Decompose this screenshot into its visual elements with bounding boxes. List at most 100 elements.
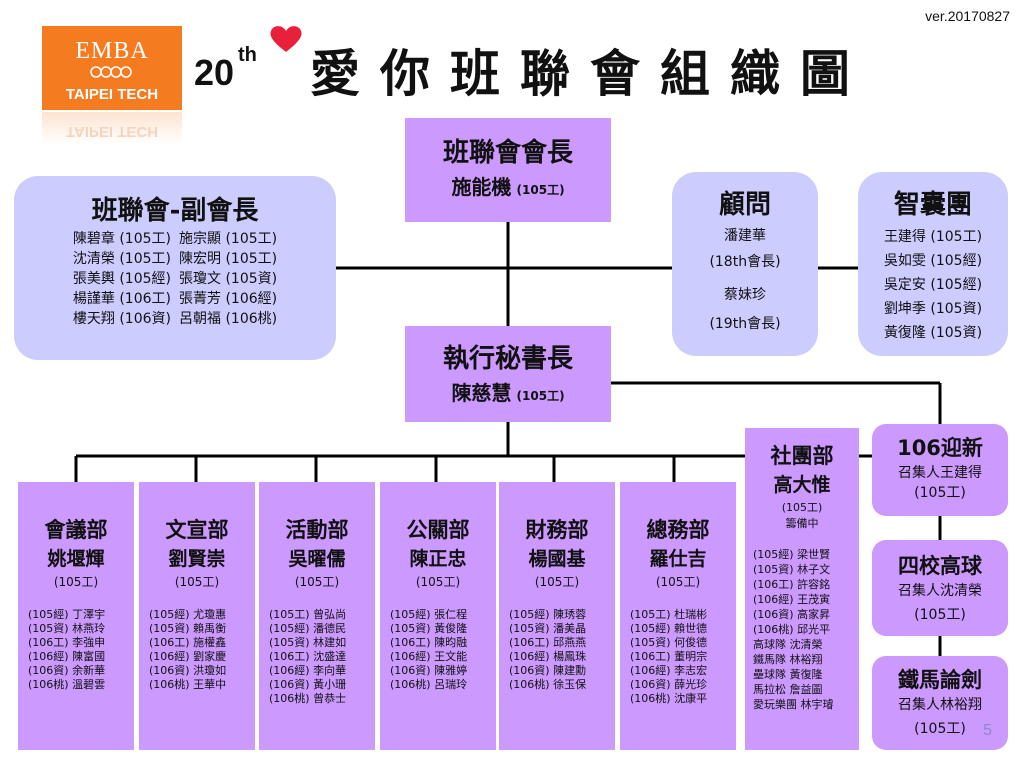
vice-member: 沈清榮 (105工): [72, 251, 171, 267]
department-member: (106工) 李強申: [28, 636, 106, 649]
department-box-finance: 財務部 楊國基 (105工) (105經) 陳琇蓉 (105資) 潘美晶 (10…: [499, 482, 615, 750]
event-title: 鐵馬論劍: [898, 668, 982, 692]
think-tank-member: 吳定安 (105經): [883, 277, 983, 293]
think-tank-member: 吳如雯 (105經): [883, 253, 983, 269]
title-number: 20: [194, 52, 235, 93]
secretary-title: 執行秘書長: [442, 344, 573, 374]
department-leader: 楊國基: [528, 548, 586, 570]
club-unit: (105工): [781, 501, 823, 514]
think-tank-box: 智囊團 王建得 (105工) 吳如雯 (105經) 吳定安 (105經) 劉坤季…: [858, 172, 1008, 356]
think-tank-title: 智囊團: [893, 190, 972, 220]
vice-member: 楊謹華 (106工): [72, 291, 171, 307]
club-member: (106工) 許容銘: [753, 578, 831, 591]
department-unit: (105工): [655, 575, 701, 589]
club-member: (105經) 梁世賢: [753, 548, 831, 561]
vice-member: 樓天翔 (106資): [72, 311, 171, 327]
club-member: 鐵馬隊 林裕翔: [753, 653, 823, 666]
event-unit: (105工): [914, 721, 966, 737]
department-member: (106資) 陳雅婷: [390, 664, 468, 677]
department-member: (106工) 董明宗: [630, 650, 708, 663]
president-title: 班聯會會長: [442, 138, 573, 168]
title-main: 愛你班聯會組織圖: [310, 45, 870, 103]
emba-logo: EMBA TAIPEI TECH: [42, 26, 182, 110]
advisor-name: 潘建華: [724, 228, 766, 244]
department-box-public-relations: 公關部 陳正忠 (105工) (105經) 張仁程 (105資) 黃俊隆 (10…: [380, 482, 496, 750]
department-member: (105資) 賴禹衡: [149, 622, 227, 635]
club-member: 馬拉松 詹益圖: [753, 683, 823, 696]
president-unit: (105工): [516, 183, 565, 197]
department-member: (105資) 何俊德: [630, 636, 708, 649]
department-member: (106經) 劉家慶: [149, 650, 227, 663]
think-tank-member: 劉坤季 (105資): [883, 301, 983, 317]
department-member: (106經) 李向華: [269, 664, 347, 677]
logo-reflection: TAIPEI TECH: [42, 112, 182, 144]
department-member: (106桃) 溫碧雲: [28, 678, 106, 691]
vice-list-left: 陳碧章 (105工) 沈清榮 (105工) 張美輿 (105經) 楊謹華 (10…: [73, 229, 171, 329]
advisor-box: 顧問 潘建華 (18th會長) 蔡妹珍 (19th會長): [672, 172, 818, 356]
advisor-name: 蔡妹珍: [724, 287, 766, 303]
department-member: (105經) 尤瓊惠: [149, 608, 227, 621]
department-member: (106經) 李志宏: [630, 664, 708, 677]
department-unit: (105工): [534, 575, 580, 589]
heart-icon: [270, 26, 302, 52]
department-box-general-affairs: 總務部 羅仕吉 (105工) (105工) 杜瑞彬 (105經) 賴世德 (10…: [620, 482, 736, 750]
vice-member: 陳宏明 (105工): [179, 251, 278, 267]
event-convener: 召集人林裕翔: [898, 697, 982, 713]
department-member: (105經) 丁澤宇: [28, 608, 106, 621]
department-unit: (105工): [294, 575, 340, 589]
club-member: (106經) 王茂寅: [753, 593, 831, 606]
department-member: (106桃) 王華中: [149, 678, 227, 691]
department-title: 公關部: [406, 518, 470, 542]
department-leader: 劉賢崇: [168, 548, 226, 570]
event-unit: (105工): [914, 485, 966, 501]
department-unit: (105工): [53, 575, 99, 589]
department-member: (106桃) 徐玉保: [509, 678, 587, 691]
event-box-cycling: 鐵馬論劍 召集人林裕翔 (105工): [872, 656, 1008, 750]
secretary-unit: (105工): [516, 389, 565, 403]
department-box-activity: 活動部 吳曜儒 (105工) (105工) 曾弘尚 (105經) 潘德民 (10…: [259, 482, 375, 750]
department-member: (106經) 王文能: [390, 650, 468, 663]
title-superscript: th: [238, 44, 257, 66]
department-member: (106桃) 曾恭士: [269, 692, 347, 705]
department-member: (105資) 潘美晶: [509, 622, 587, 635]
think-tank-member: 黃復隆 (105資): [883, 325, 983, 341]
department-member: (106工) 沈盛達: [269, 650, 347, 663]
think-tank-member: 王建得 (105工): [883, 229, 983, 245]
vice-member: 張瓊文 (105資): [179, 271, 278, 287]
department-member: (106資) 黃小珊: [269, 678, 347, 691]
event-unit: (105工): [914, 607, 966, 623]
department-member: (105資) 黃俊隆: [390, 622, 468, 635]
department-member: (106資) 洪瓊如: [149, 664, 227, 677]
event-convener: 召集人王建得: [898, 465, 982, 481]
department-member: (105經) 張仁程: [390, 608, 468, 621]
department-unit: (105工): [415, 575, 461, 589]
department-title: 財務部: [525, 518, 589, 542]
club-note: 籌備中: [785, 517, 819, 530]
event-box-golf: 四校高球 召集人沈清榮 (105工): [872, 540, 1008, 636]
vice-president-box: 班聯會-副會長 陳碧章 (105工) 沈清榮 (105工) 張美輿 (105經)…: [14, 176, 336, 360]
club-member: (106桃) 邱光平: [753, 623, 831, 636]
secretary-name: 陳慈慧: [451, 381, 512, 405]
department-title: 文宣部: [165, 518, 229, 542]
page-number: 5: [983, 722, 992, 739]
department-leader: 陳正忠: [409, 548, 467, 570]
advisor-note: (19th會長): [709, 316, 781, 332]
event-box-welcome: 106迎新 召集人王建得 (105工): [872, 424, 1008, 516]
event-title: 四校高球: [898, 554, 982, 578]
department-box-publicity: 文宣部 劉賢崇 (105工) (105經) 尤瓊惠 (105資) 賴禹衡 (10…: [139, 482, 255, 750]
department-leader: 姚堰輝: [47, 548, 105, 570]
club-member: 壘球隊 黃復隆: [753, 668, 823, 681]
club-member: 愛玩樂團 林宇璿: [753, 698, 834, 711]
department-member: (105經) 潘德民: [269, 622, 347, 635]
vice-president-title: 班聯會-副會長: [91, 196, 259, 226]
vice-member: 呂朝福 (106桃): [179, 311, 278, 327]
vice-member: 施宗顯 (105工): [179, 231, 278, 247]
department-member: (106桃) 沈康平: [630, 692, 708, 705]
event-convener: 召集人沈清榮: [898, 583, 982, 599]
advisor-note: (18th會長): [709, 254, 781, 270]
department-member: (106工) 施權鑫: [149, 636, 227, 649]
club-member: 高球隊 沈清榮: [753, 638, 823, 651]
vice-member: 張菁芳 (106經): [179, 291, 278, 307]
department-title: 會議部: [44, 518, 108, 542]
department-unit: (105工): [174, 575, 220, 589]
